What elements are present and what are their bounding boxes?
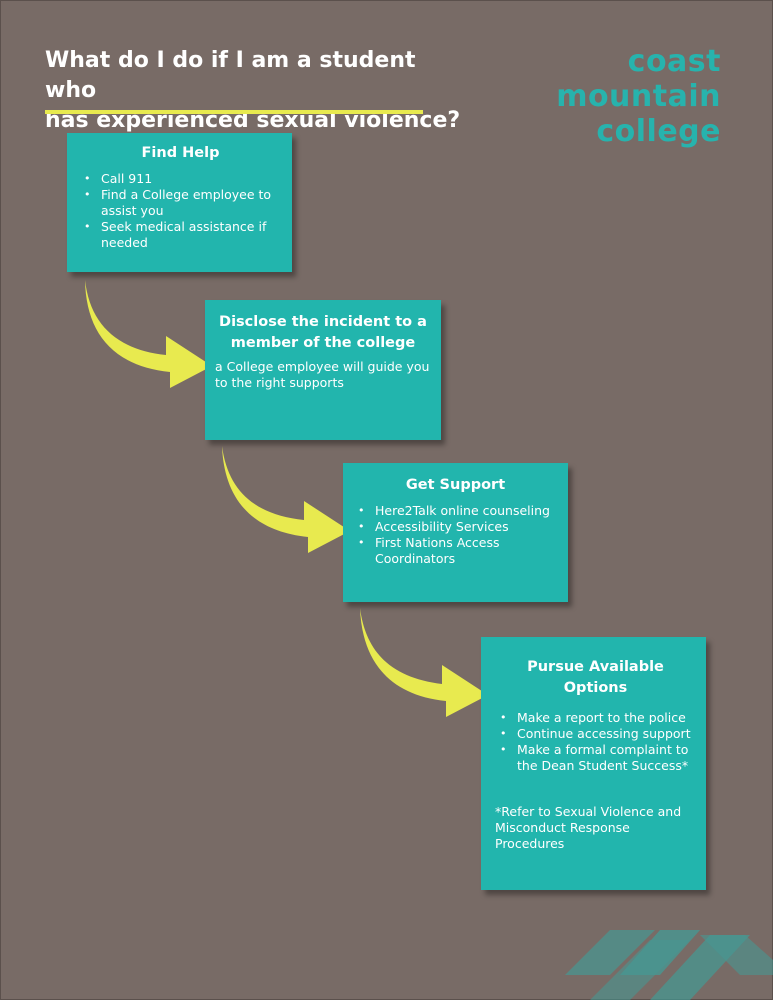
list-item: Make a report to the police xyxy=(495,710,696,726)
arrow-step2-to-step3 xyxy=(222,446,350,553)
list-item: Find a College employee to assist you xyxy=(79,187,282,219)
college-logo: coast mountain college xyxy=(556,44,721,149)
step-disclose-text: a College employee will guide you to the… xyxy=(215,359,430,390)
list-item: Seek medical assistance if needed xyxy=(79,219,282,251)
arrow-step1-to-step2 xyxy=(85,280,212,388)
title-underline xyxy=(45,110,423,114)
title-line-1: What do I do if I am a student who xyxy=(45,48,416,103)
list-item: Here2Talk online counseling xyxy=(353,503,558,519)
list-item: Continue accessing support xyxy=(495,726,696,742)
logo-line-mountain: mountain xyxy=(556,79,721,114)
step-get-support: Get Support Here2Talk online counseling … xyxy=(343,463,568,602)
list-item: Accessibility Services xyxy=(353,519,558,535)
step-pursue-options-list: Make a report to the police Continue acc… xyxy=(495,710,696,774)
arrow-step3-to-step4 xyxy=(360,608,488,717)
step-disclose: Disclose the incident to a member of the… xyxy=(205,300,441,440)
chevron-mark-icon xyxy=(565,930,773,1000)
step-pursue-options: Pursue Available Options Make a report t… xyxy=(481,637,706,890)
logo-line-college: college xyxy=(596,114,721,149)
step-pursue-options-heading: Pursue Available Options xyxy=(527,659,664,696)
step-find-help: Find Help Call 911 Find a College employ… xyxy=(67,133,292,272)
step-find-help-heading: Find Help xyxy=(141,145,220,161)
step-disclose-heading: Disclose the incident to a member of the… xyxy=(219,314,427,351)
list-item: Call 911 xyxy=(79,171,282,187)
step-find-help-list: Call 911 Find a College employee to assi… xyxy=(79,171,282,251)
list-item: First Nations Access Coordinators xyxy=(353,535,558,567)
list-item: Make a formal complaint to the Dean Stud… xyxy=(495,742,696,774)
step-get-support-list: Here2Talk online counseling Accessibilit… xyxy=(353,503,558,567)
step-get-support-heading: Get Support xyxy=(405,477,506,493)
procedures-note: *Refer to Sexual Violence and Misconduct… xyxy=(495,804,682,851)
logo-line-coast: coast xyxy=(627,44,721,79)
